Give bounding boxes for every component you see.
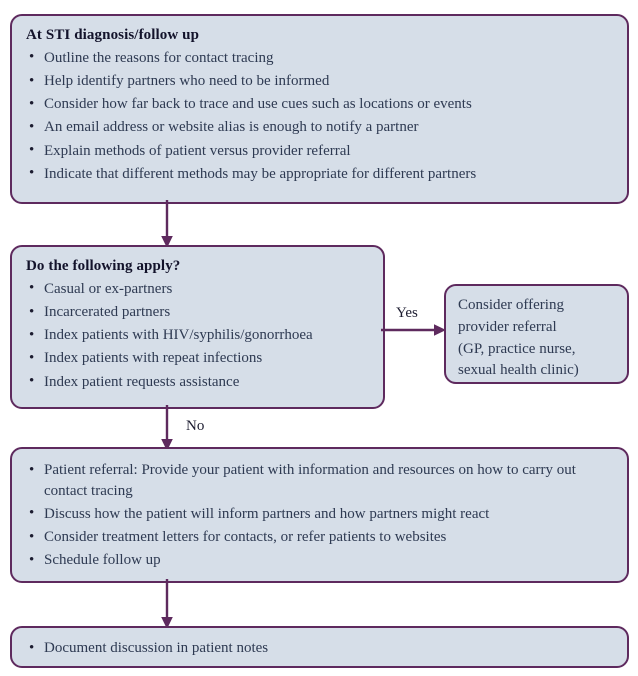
bullet-item: Index patients with repeat infections bbox=[26, 348, 369, 369]
node-bullet-list: Patient referral: Provide your patient w… bbox=[26, 459, 613, 571]
connector-arrow-down-node4-node5 bbox=[161, 579, 173, 629]
edge-label-no: No bbox=[186, 418, 205, 434]
bullet-item: Patient referral: Provide your patient w… bbox=[26, 459, 613, 501]
bullet-item: Help identify partners who need to be in… bbox=[26, 71, 613, 92]
node-content: At STI diagnosis/follow up Outline the r… bbox=[12, 16, 627, 195]
node-text-lines: Consider offering provider referral (GP,… bbox=[458, 295, 615, 382]
bullet-item: An email address or website alias is eno… bbox=[26, 117, 613, 138]
text-line: sexual health clinic) bbox=[458, 362, 579, 379]
flowchart-node-consider-provider-referral: Consider offering provider referral (GP,… bbox=[444, 284, 629, 384]
node-content: Do the following apply? Casual or ex-par… bbox=[12, 247, 383, 403]
bullet-item: Index patients with HIV/syphilis/gonorrh… bbox=[26, 325, 369, 346]
node-content: Document discussion in patient notes bbox=[12, 628, 627, 671]
bullet-item: Discuss how the patient will inform part… bbox=[26, 503, 613, 525]
node-content: Consider offering provider referral (GP,… bbox=[446, 286, 627, 391]
bullet-item: Explain methods of patient versus provid… bbox=[26, 140, 613, 162]
bullet-item: Schedule follow up bbox=[26, 550, 613, 571]
bullet-item: Consider treatment letters for contacts,… bbox=[26, 527, 613, 548]
bullet-item: Index patient requests assistance bbox=[26, 371, 369, 393]
text-line: provider referral bbox=[458, 318, 557, 335]
node-title: At STI diagnosis/follow up bbox=[26, 27, 200, 43]
node-title: Do the following apply? bbox=[26, 258, 181, 274]
connector-arrow-down-node1-node2 bbox=[161, 200, 173, 248]
edge-label-yes: Yes bbox=[396, 305, 418, 321]
text-line: (GP, practice nurse, bbox=[458, 340, 576, 357]
bullet-item: Indicate that different methods may be a… bbox=[26, 163, 613, 185]
node-bullet-list: Document discussion in patient notes bbox=[26, 638, 613, 659]
flowchart-node-patient-referral: Patient referral: Provide your patient w… bbox=[10, 447, 629, 583]
bullet-item: Document discussion in patient notes bbox=[26, 638, 613, 659]
connector-arrow-right-yes bbox=[381, 324, 446, 336]
node-bullet-list: Casual or ex-partners Incarcerated partn… bbox=[26, 278, 369, 393]
bullet-item: Consider how far back to trace and use c… bbox=[26, 94, 613, 115]
bullet-item: Outline the reasons for contact tracing bbox=[26, 47, 613, 69]
flowchart-node-document-discussion: Document discussion in patient notes bbox=[10, 626, 629, 668]
bullet-item: Casual or ex-partners bbox=[26, 278, 369, 300]
connector-arrow-down-no bbox=[161, 405, 173, 451]
node-bullet-list: Outline the reasons for contact tracing … bbox=[26, 47, 613, 185]
flowchart-node-do-the-following-apply: Do the following apply? Casual or ex-par… bbox=[10, 245, 385, 409]
bullet-item: Incarcerated partners bbox=[26, 302, 369, 323]
text-line: Consider offering bbox=[458, 297, 564, 313]
flowchart-node-at-sti-diagnosis: At STI diagnosis/follow up Outline the r… bbox=[10, 14, 629, 204]
node-content: Patient referral: Provide your patient w… bbox=[12, 449, 627, 581]
